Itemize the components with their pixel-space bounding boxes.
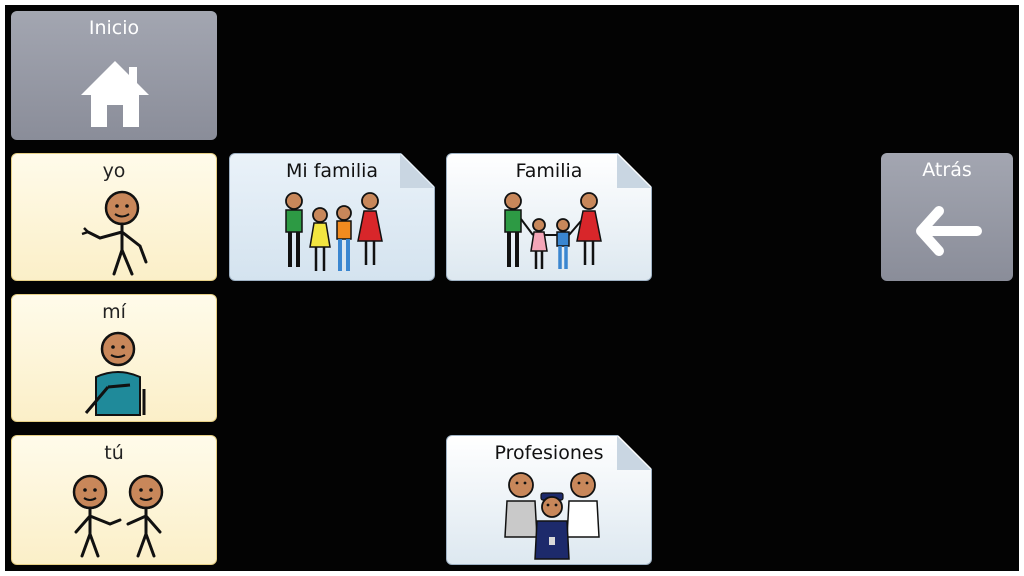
folder-mi-familia[interactable]: Mi familia [229, 153, 435, 281]
yo-label: yo [102, 160, 126, 182]
person-hand-on-chest-icon [84, 331, 146, 416]
mi-familia-label: Mi familia [285, 160, 379, 182]
mi-label: mí [102, 301, 126, 323]
person-pointing-self-icon [81, 190, 148, 276]
folder-familia[interactable]: Familia [446, 153, 652, 281]
word-tile-mi[interactable]: mí [11, 294, 217, 422]
professionals-icon [497, 469, 607, 561]
person-pointing-other-icon [72, 474, 164, 558]
profesiones-label: Profesiones [494, 442, 604, 464]
word-tile-tu[interactable]: tú [11, 435, 217, 565]
family-icon [278, 189, 388, 277]
back-button[interactable]: Atrás [881, 153, 1013, 281]
word-tile-yo[interactable]: yo [11, 153, 217, 281]
folder-profesiones[interactable]: Profesiones [446, 435, 652, 565]
tu-label: tú [104, 442, 124, 464]
back-label: Atrás [922, 159, 972, 181]
arrow-left-icon [916, 206, 982, 256]
home-label: Inicio [88, 17, 140, 39]
familia-label: Familia [515, 160, 583, 182]
communication-board: Inicio yo mí tú [5, 5, 1019, 571]
family-holding-hands-icon [497, 189, 607, 277]
home-icon [81, 61, 149, 127]
home-button[interactable]: Inicio [11, 11, 217, 140]
